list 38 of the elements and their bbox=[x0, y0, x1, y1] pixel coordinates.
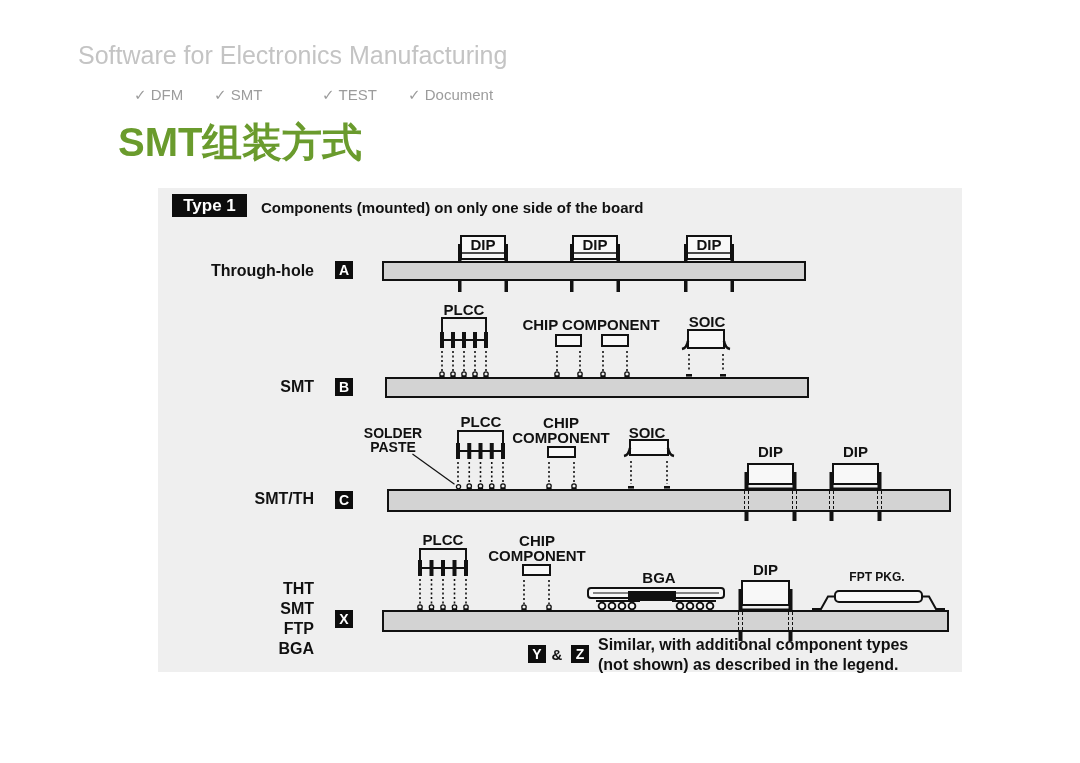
ampersand: & bbox=[551, 645, 563, 663]
component-label: CHIP COMPONENT bbox=[522, 315, 660, 333]
letter-badge: B bbox=[335, 378, 353, 396]
checklist-item: ✓ TEST bbox=[322, 86, 377, 104]
note-text: Similar, with additional component types (not shown) as described in the legend. bbox=[598, 635, 910, 675]
component-label: PLCC bbox=[460, 412, 502, 430]
letter-badge: Z bbox=[571, 645, 589, 663]
checklist-item: ✓ DFM bbox=[134, 86, 184, 104]
circuit-board bbox=[385, 377, 809, 398]
checklist-item: ✓ SMT bbox=[214, 86, 263, 104]
component-label: SOIC bbox=[688, 312, 726, 330]
panel-heading: Components (mounted) on only one side of the board bbox=[261, 199, 644, 217]
leader-line bbox=[411, 453, 456, 485]
component-label: CHIP COMPONENT bbox=[512, 415, 610, 445]
circuit-board bbox=[387, 489, 951, 512]
component-label: PLCC bbox=[422, 530, 464, 548]
letter-badge: X bbox=[335, 610, 353, 628]
type-tag: Type 1 bbox=[172, 194, 247, 217]
component-label: CHIP COMPONENT bbox=[488, 533, 586, 563]
component-label: PLCC bbox=[443, 300, 485, 318]
letter-badge: C bbox=[335, 491, 353, 509]
letter-badge: Y bbox=[528, 645, 546, 663]
checklist-item: ✓ Document bbox=[408, 86, 494, 104]
callout-text: SOLDER PASTE bbox=[363, 426, 423, 454]
row-label: SMT bbox=[280, 376, 314, 396]
page-header: Software for Electronics Manufacturing bbox=[78, 40, 508, 70]
row-label: THT SMT FTP BGA bbox=[278, 579, 314, 659]
letter-badge: A bbox=[335, 261, 353, 279]
dip-component: DIP bbox=[744, 443, 797, 522]
component-label: SOIC bbox=[628, 423, 666, 441]
row-label: SMT/TH bbox=[254, 488, 314, 508]
page-title: SMT组装方式 bbox=[118, 119, 363, 165]
component-label: FPT PKG. bbox=[849, 570, 905, 584]
circuit-board bbox=[382, 610, 949, 632]
circuit-board bbox=[382, 261, 806, 281]
row-label: Through-hole bbox=[210, 260, 314, 280]
dip-component: DIP bbox=[829, 443, 882, 522]
component-label: BGA bbox=[642, 568, 676, 586]
